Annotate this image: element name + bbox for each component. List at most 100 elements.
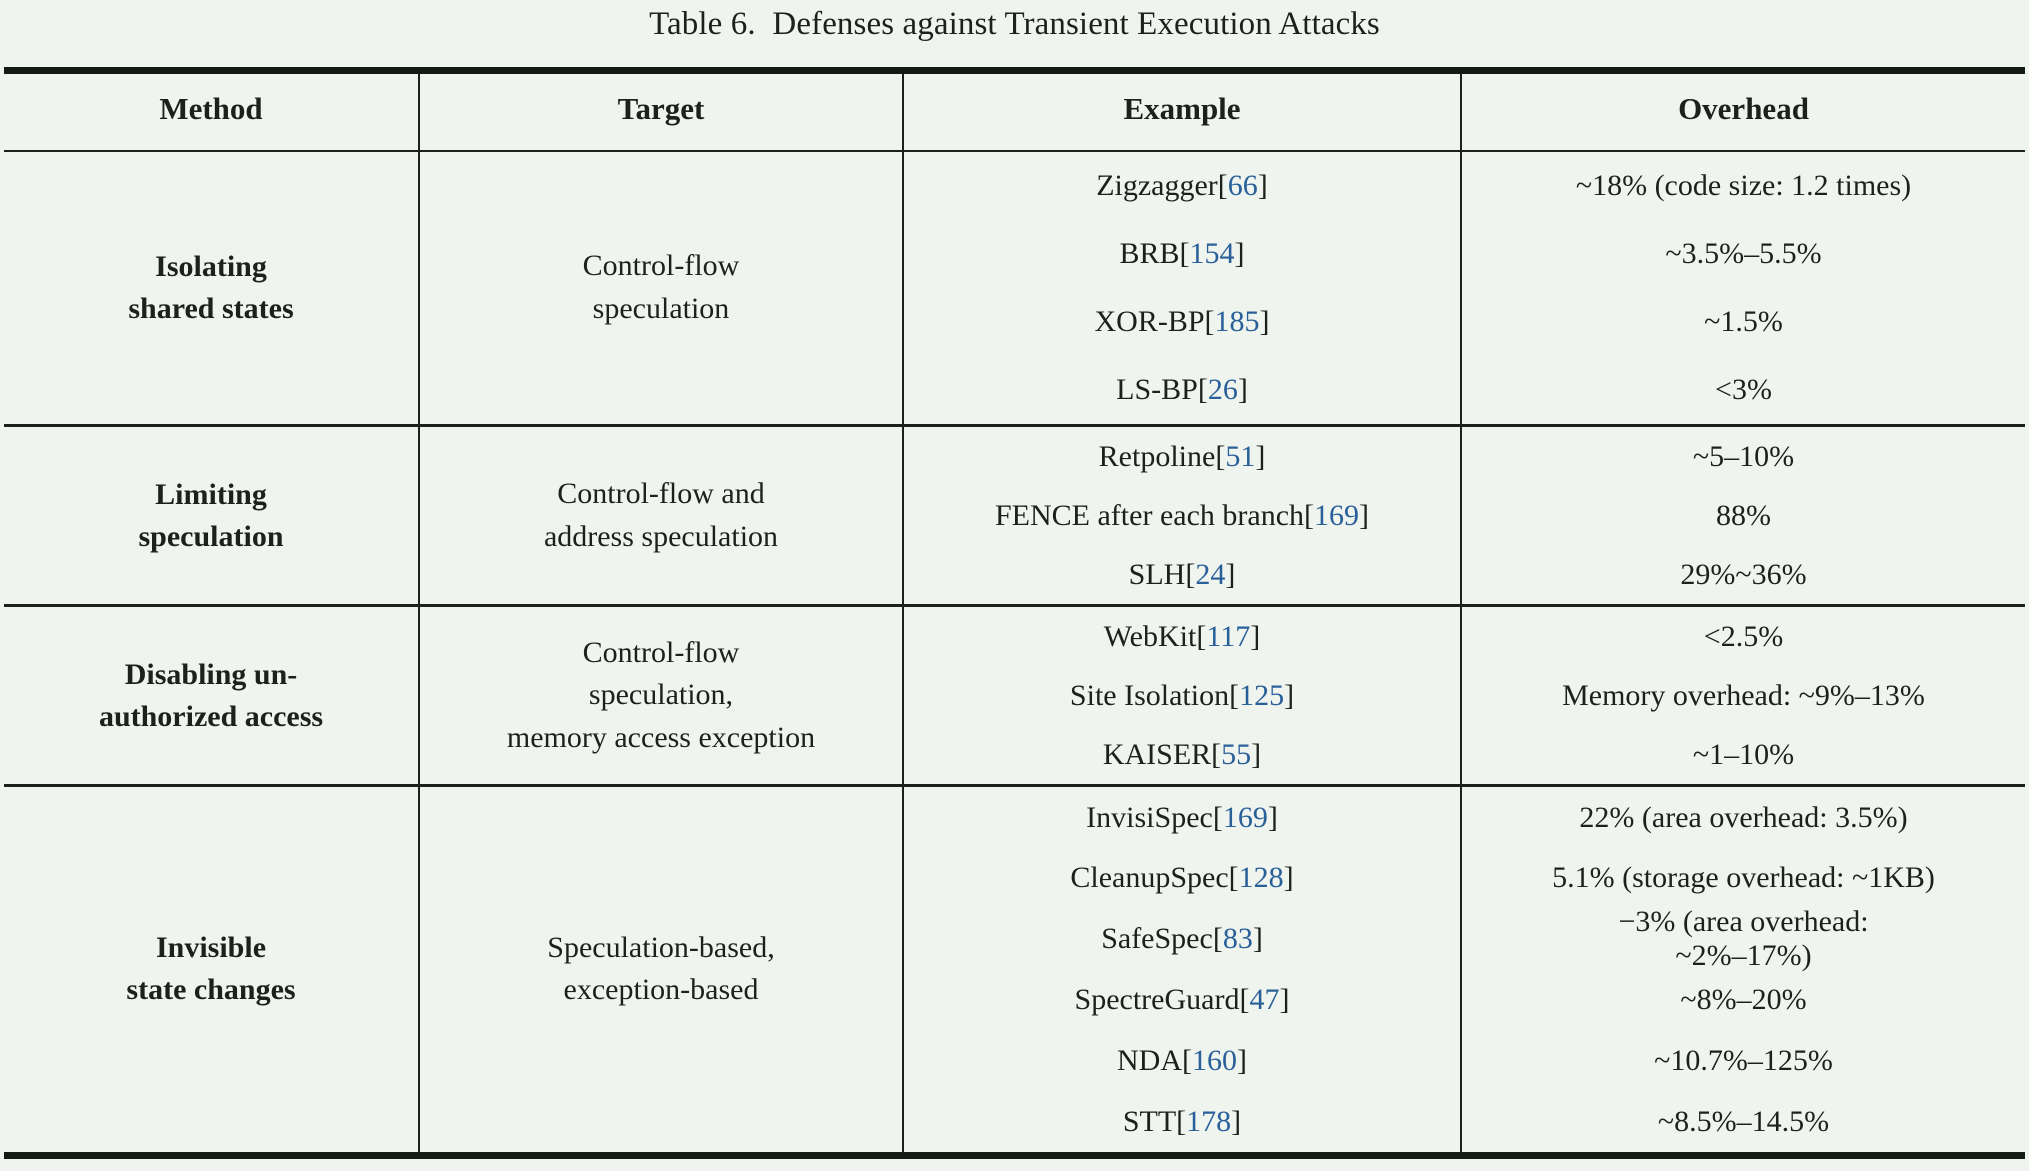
column-header-target: Target — [419, 70, 904, 151]
overhead-cell: ~18% (code size: 1.2 times) ~3.5%–5.5% ~1.… — [1461, 151, 2025, 426]
citation-link[interactable]: 185 — [1214, 305, 1260, 339]
example-name: XOR-BP — [1094, 305, 1205, 339]
citation-link[interactable]: 160 — [1192, 1043, 1237, 1077]
target-line: speculation — [592, 292, 730, 325]
header-row: Method Target Example Overhead — [4, 70, 2025, 151]
example-entry: CleanupSpec [128] — [904, 848, 1460, 909]
overhead-list: ~5–10%88% 29%~36% — [1462, 427, 2025, 604]
bracket-close: ] — [1279, 983, 1290, 1017]
citation-link[interactable]: 47 — [1249, 983, 1280, 1017]
column-header-overhead: Overhead — [1678, 91, 1809, 126]
example-name: CleanupSpec — [1070, 861, 1229, 895]
citation-link[interactable]: 26 — [1207, 373, 1238, 407]
example-entry: SafeSpec [83] — [904, 909, 1460, 970]
example-entry: NDA [160] — [904, 1030, 1460, 1091]
citation-link[interactable]: 51 — [1225, 439, 1256, 473]
citation-link[interactable]: 117 — [1206, 619, 1251, 653]
target-cell: Speculation-based,exception-based — [419, 785, 904, 1156]
defenses-table: Method Target Example Overhead Isolating… — [4, 67, 2025, 1159]
bracket-close: ] — [1237, 373, 1248, 407]
bracket-close: ] — [1225, 557, 1236, 591]
citation-link[interactable]: 154 — [1189, 237, 1235, 271]
example-list: Zigzagger [66]BRB [154]XOR-BP [185]LS-BP… — [904, 152, 1460, 424]
overhead-entry: <2.5% — [1462, 607, 2025, 666]
overhead-line: ~1–10% — [1692, 737, 1795, 771]
citation-link[interactable]: 24 — [1195, 557, 1226, 591]
citation-link[interactable]: 66 — [1227, 169, 1258, 203]
example-entry: Zigzagger [66] — [904, 152, 1460, 220]
method-line: state changes — [126, 973, 296, 1007]
overhead-entry: ~8.5%–14.5% — [1462, 1091, 2025, 1152]
overhead-entry: ~5–10% — [1462, 427, 2025, 486]
citation-link[interactable]: 178 — [1186, 1104, 1232, 1138]
overhead-entry: ~8%–20% — [1462, 969, 2025, 1030]
method-line: authorized access — [98, 699, 324, 733]
citation-link[interactable]: 55 — [1221, 737, 1252, 771]
overhead-cell: <2.5%Memory overhead: ~9%–13%~1–10% — [1461, 606, 2025, 786]
target-line: Control-flow and — [557, 476, 765, 510]
citation-link[interactable]: 125 — [1239, 678, 1285, 712]
overhead-line: ~3.5%–5.5% — [1665, 237, 1822, 271]
overhead-entry: −3% (area overhead:~2%–17%) — [1462, 905, 2025, 972]
table-header: Method Target Example Overhead — [4, 70, 2025, 151]
example-cell: WebKit [117]Site Isolation [125]KAISER [… — [903, 605, 1462, 786]
bracket-close: ] — [1251, 737, 1262, 771]
method-line: Disabling un- — [124, 657, 298, 691]
example-list: WebKit [117]Site Isolation [125]KAISER [… — [904, 607, 1460, 784]
overhead-entry: ~1–10% — [1462, 725, 2025, 784]
example-cell: Zigzagger [66]BRB [154]XOR-BP [185]LS-BP… — [903, 151, 1462, 426]
bracket-close: ] — [1359, 498, 1370, 532]
bracket-close: ] — [1267, 800, 1278, 834]
overhead-line: 5.1% (storage overhead: ~1KB) — [1552, 861, 1935, 895]
bracket-open: [ — [1179, 237, 1190, 271]
bracket-open: [ — [1204, 305, 1215, 339]
overhead-line: <3% — [1715, 373, 1772, 407]
method-line: Limiting — [155, 477, 267, 511]
overhead-line: ~18% (code size: 1.2 times) — [1575, 169, 1912, 203]
method-line: shared states — [128, 292, 294, 325]
column-header-method: Method — [4, 70, 420, 151]
example-entry: SLH [24] — [904, 545, 1460, 604]
overhead-entry: ~1.5% — [1462, 288, 2025, 356]
overhead-cell: ~5–10%88% 29%~36% — [1461, 426, 2025, 606]
example-name: Zigzagger — [1096, 169, 1218, 203]
example-name: SLH — [1128, 557, 1186, 591]
example-cell: InvisiSpec [169]CleanupSpec [128]SafeSpe… — [903, 785, 1462, 1156]
overhead-line: 29%~36% — [1680, 557, 1807, 591]
bracket-close: ] — [1231, 1104, 1242, 1138]
bracket-close: ] — [1237, 1043, 1247, 1077]
citation-link[interactable]: 128 — [1238, 861, 1284, 895]
method-line: speculation — [138, 519, 284, 553]
example-name: KAISER — [1102, 737, 1212, 771]
example-name: BRB — [1119, 237, 1180, 271]
overhead-line: ~1.5% — [1704, 305, 1783, 339]
overhead-list: ~18% (code size: 1.2 times) ~3.5%–5.5% ~1.… — [1462, 152, 2025, 424]
citation-link[interactable]: 83 — [1222, 922, 1253, 956]
bracket-open: [ — [1197, 373, 1208, 407]
bracket-open: [ — [1229, 678, 1240, 712]
overhead-line: 22% (area overhead: 3.5%) — [1579, 800, 1908, 834]
example-name: WebKit — [1103, 619, 1197, 653]
example-name: FENCE after each branch — [994, 498, 1305, 532]
bracket-open: [ — [1215, 439, 1226, 473]
example-entry: BRB [154] — [904, 220, 1460, 288]
overhead-list: <2.5%Memory overhead: ~9%–13%~1–10% — [1462, 607, 2025, 784]
bracket-open: [ — [1211, 737, 1222, 771]
method-cell: Disabling un-authorized access — [4, 605, 420, 786]
bracket-close: ] — [1259, 305, 1270, 339]
citation-link[interactable]: 169 — [1222, 800, 1268, 834]
overhead-entry: 5.1% (storage overhead: ~1KB) — [1462, 848, 2025, 909]
bracket-open: [ — [1176, 1104, 1187, 1138]
example-entry: FENCE after each branch [169] — [904, 486, 1460, 545]
example-name: LS-BP — [1116, 373, 1198, 407]
overhead-line: ~10.7%–125% — [1654, 1043, 1833, 1077]
citation-link[interactable]: 169 — [1314, 498, 1360, 532]
example-entry: WebKit [117] — [904, 607, 1460, 666]
example-entry: LS-BP [26] — [904, 356, 1460, 424]
overhead-entry: 88% — [1462, 486, 2025, 545]
example-list: Retpoline [51]FENCE after each branch [1… — [904, 427, 1460, 604]
